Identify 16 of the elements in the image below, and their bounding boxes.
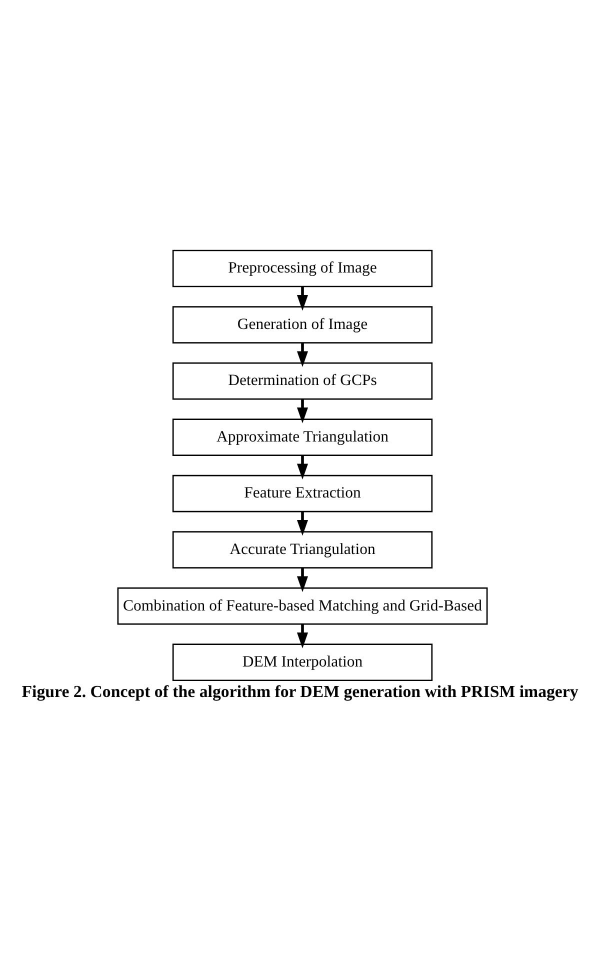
node-box: Accurate Triangulation	[172, 531, 433, 568]
node-box: DEM Interpolation	[172, 644, 433, 682]
node-box: Generation of Image	[172, 306, 433, 344]
arrow	[296, 456, 308, 480]
arrow	[296, 512, 308, 536]
arrow	[296, 343, 308, 368]
node-box: Determination of GCPs	[172, 362, 433, 400]
arrow	[296, 568, 308, 592]
node-box: Feature Extraction	[172, 474, 433, 512]
caption: Figure 2. Concept of the algorithm for DEM generation with PRISM imagery	[22, 682, 578, 702]
node-box: Combination of Feature-based Matching and Grid-Based	[117, 587, 488, 625]
arrow	[296, 624, 308, 648]
node-box: Preprocessing of Image	[172, 250, 433, 288]
arrow	[296, 286, 308, 311]
node-box: Approximate Triangulation	[172, 418, 433, 456]
arrow	[296, 399, 308, 424]
